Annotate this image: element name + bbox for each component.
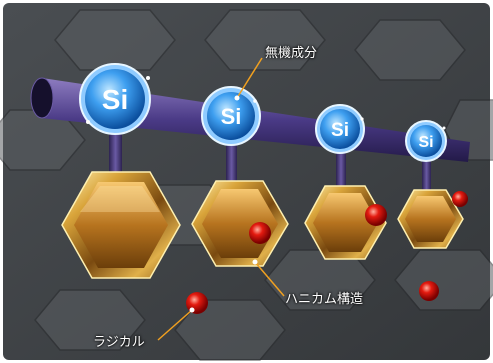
callout-lines [157, 57, 285, 341]
radical-dot [186, 292, 208, 314]
label-inorganic-component: 無機成分 [265, 46, 318, 61]
label-radical: ラジカル [93, 335, 145, 350]
radical-dot [249, 222, 271, 244]
si-molecule-4: Si [405, 120, 447, 162]
sparkle-highlights [86, 76, 446, 130]
callout-line-radical [157, 309, 193, 341]
honeycomb-hexagon-1 [61, 171, 181, 279]
si-molecule-2: Si [201, 86, 261, 146]
si-molecule-3: Si [315, 104, 365, 154]
honeycomb-hexagon-2 [191, 180, 289, 267]
background-hex-pattern [0, 9, 493, 361]
label-honeycomb-structure: ハニカム構造 [285, 292, 364, 307]
si-label: Si [102, 84, 128, 115]
si-label: Si [221, 104, 242, 129]
radical-dot [419, 281, 439, 301]
callout-line-honeycomb [254, 261, 285, 297]
radical-particles [186, 191, 468, 314]
radical-dot [365, 204, 387, 226]
honeycomb-hexagon-3 [304, 185, 387, 260]
radical-dot [452, 191, 468, 207]
molecule-stems [109, 132, 431, 192]
si-label: Si [331, 120, 349, 141]
si-label: Si [418, 134, 433, 151]
callout-line-inorganic [236, 57, 263, 99]
honeycomb-hexagon-4 [397, 189, 464, 249]
si-molecule-1: Si [79, 63, 151, 135]
